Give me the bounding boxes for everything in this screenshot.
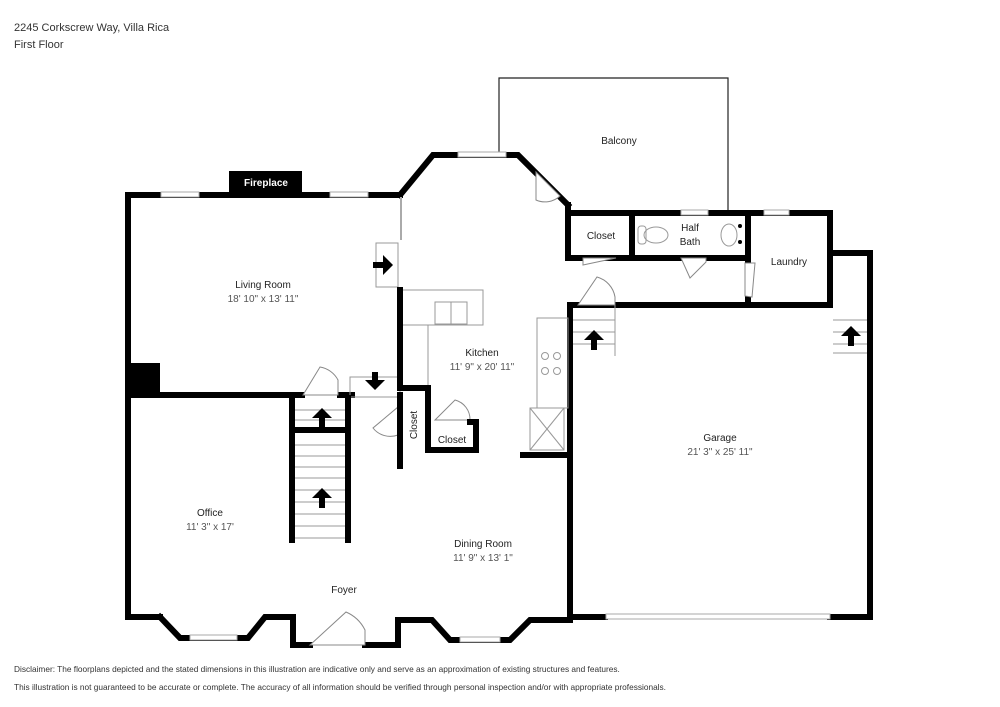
doors [302,170,756,646]
kitchen-fixtures [349,242,569,451]
closet-vertical-label: Closet [409,411,420,440]
kitchen-dims: 11' 9" x 20' 11" [450,362,515,373]
dining-room-dims: 11' 9" x 13' 1" [453,553,513,564]
arrow-up-icon [584,330,604,350]
balcony-label: Balcony [601,136,637,147]
exterior-walls [125,152,873,648]
arrow-down-icon [365,372,385,390]
corner-block [128,363,160,395]
arrow-up-icon [312,408,332,428]
disclaimer-line-2: This illustration is not guaranteed to b… [14,682,666,692]
floor-label: First Floor [14,39,64,51]
living-room-dims: 18' 10" x 13' 11" [228,294,299,305]
balcony-outline [498,77,729,213]
garage-label: Garage [703,433,737,444]
living-room-label: Living Room [235,280,291,291]
arrow-up-icon [841,326,861,346]
interior-walls [289,287,479,543]
office-label: Office [197,508,223,519]
disclaimer-line-1: Disclaimer: The floorplans depicted and … [14,664,620,674]
garage-dims: 21' 3" x 25' 11" [687,447,753,458]
plan-header: 2245 Corkscrew Way, Villa Rica First Flo… [14,20,169,54]
dining-room-label: Dining Room [454,539,512,550]
closet-upper-label: Closet [587,231,616,242]
address: 2245 Corkscrew Way, Villa Rica [14,22,170,34]
arrow-up-icon [312,488,332,508]
room-labels: Living Room 18' 10" x 13' 11" Kitchen 11… [186,136,807,596]
windows [160,151,831,643]
arrow-right-icon [373,255,393,275]
fireplace-label: Fireplace [244,178,288,189]
closet-small-label: Closet [438,435,467,446]
half-bath-label-2: Bath [680,237,701,248]
half-bath-label-1: Half [681,223,699,234]
stair-arrows [312,255,861,508]
office-dims: 11' 3" x 17' [186,522,234,533]
bath-fixtures [637,223,742,247]
laundry-label: Laundry [771,257,807,268]
foyer-label: Foyer [331,585,357,596]
fireplace: Fireplace [229,171,302,195]
kitchen-label: Kitchen [465,348,498,359]
